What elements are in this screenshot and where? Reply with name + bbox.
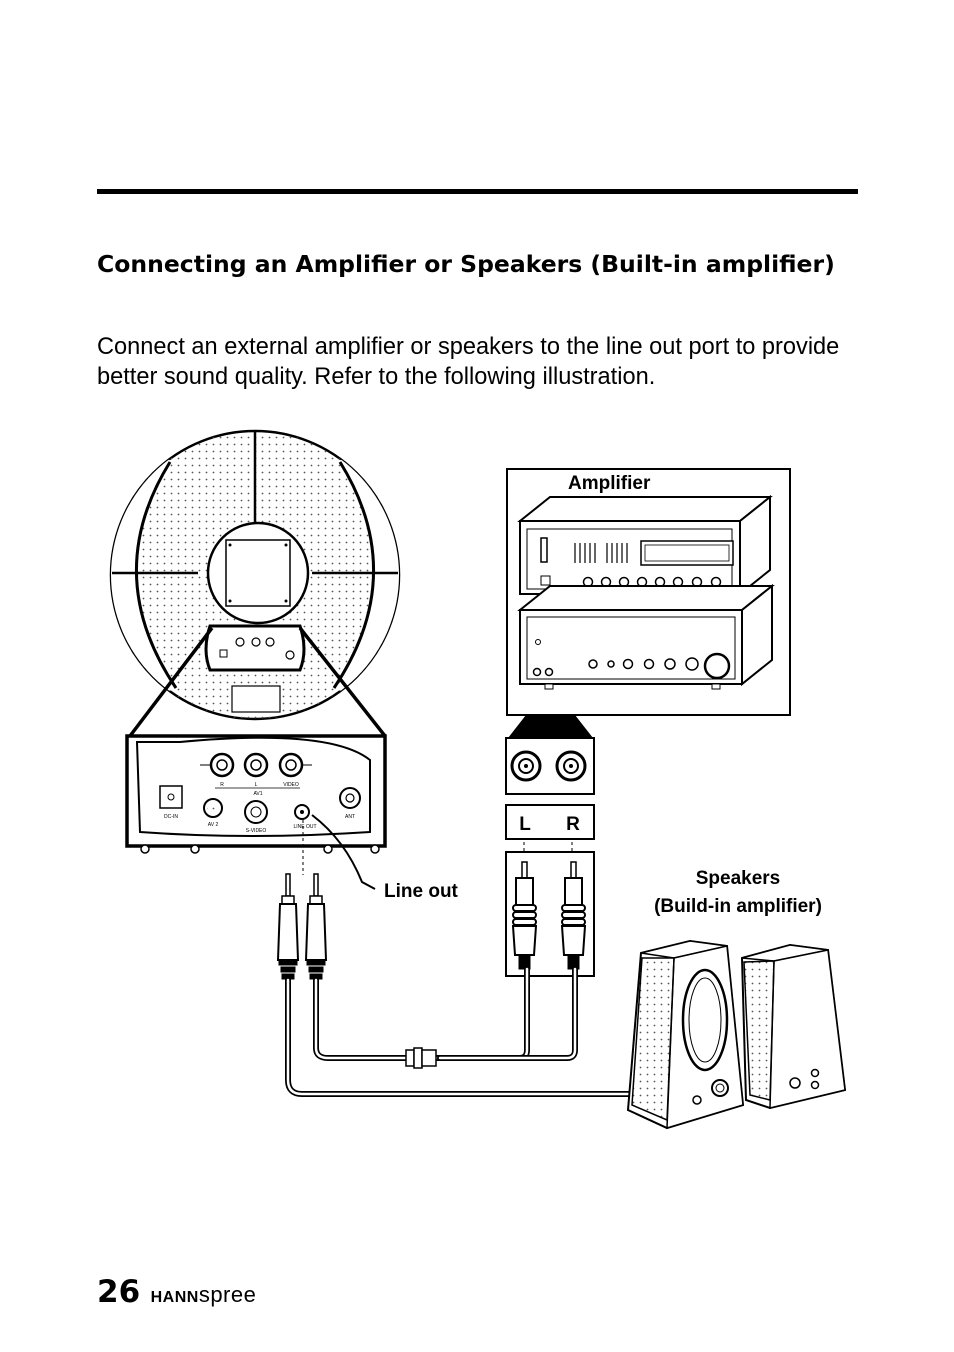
section-heading: Connecting an Amplifier or Speakers (Bui… [97,250,835,278]
port-label-r: R [220,782,224,788]
amplifier-label: Amplifier [568,473,651,494]
speakers-label: Speakers [696,868,781,889]
port-label-ant: ANT [345,814,355,820]
mini-jack-plugs [276,873,328,980]
port-label-av1: AV1 [253,791,262,797]
av1-jacks [200,752,312,789]
intro-paragraph: Connect an external amplifier or speaker… [97,334,840,390]
speakers-illustration [626,939,847,1130]
brand-logo-bold: HANN [150,1289,199,1306]
rear-panel-zoom: R L VIDEO AV1 DC-IN AV 2 S-VIDEO LINE OU… [125,734,387,854]
port-label-l: L [255,782,258,788]
port-label-svideo: S-VIDEO [246,828,267,834]
port-label-line-out: LINE OUT [293,824,316,830]
brand-logo-light: spree [198,1282,257,1307]
tv-illustration [109,429,401,721]
page-footer: 26 HANNspree [97,1274,256,1314]
top-rule [97,189,858,194]
brand-logo: HANNspree [151,1282,257,1307]
port-label-video: VIDEO [283,782,299,788]
amp-input-jacks [510,750,587,782]
page-number: 26 [97,1274,141,1310]
line-out-label: Line out [384,881,459,902]
speakers-sublabel: (Build-in amplifier) [654,896,822,917]
port-label-dc-in: DC-IN [164,814,178,820]
port-label-av2: AV 2 [208,822,219,828]
right-channel-label: R [566,814,580,835]
left-channel-label: L [519,814,531,835]
amplifier-illustration: Amplifier [506,468,791,716]
